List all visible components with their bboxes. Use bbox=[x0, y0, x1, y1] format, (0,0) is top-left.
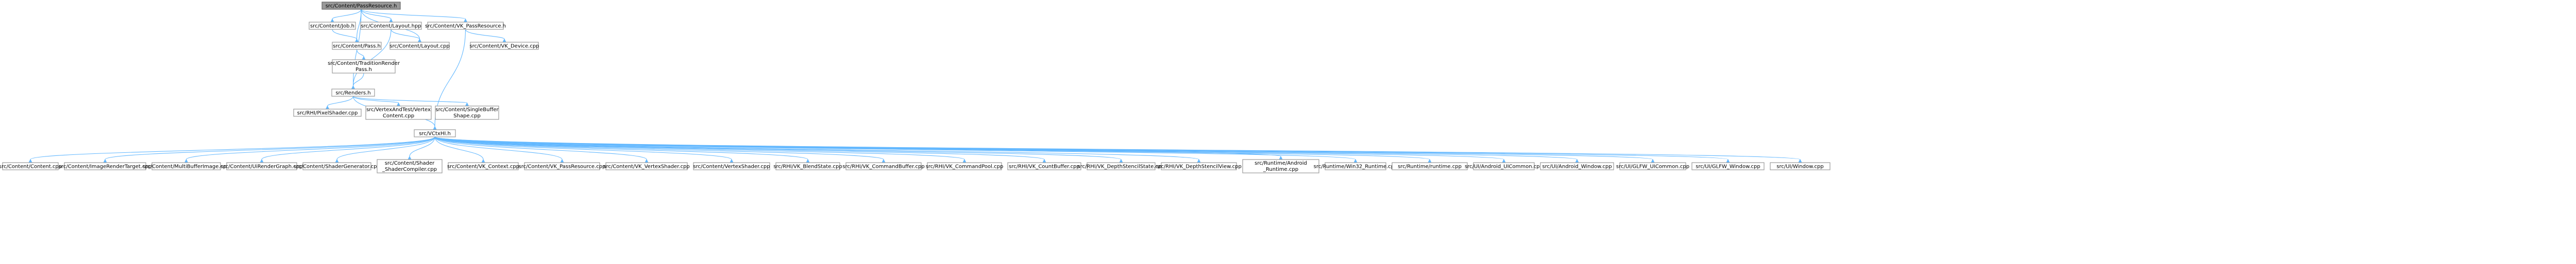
graph-node-b2[interactable]: src/Content/ImageRenderTarget.cpp bbox=[59, 162, 151, 170]
node-label: src/Content/VK_PassResource.h bbox=[425, 24, 506, 29]
graph-node-b16[interactable]: src/RHI/VK_DepthStencilView.cpp bbox=[1156, 162, 1242, 170]
node-label: src/Content/Layout.hpp bbox=[361, 24, 421, 29]
edge-pass-to-job bbox=[332, 29, 359, 43]
node-label: src/Content/Layout.cpp bbox=[389, 44, 449, 49]
node-label: src/RHI/VK_BlendState.cpp bbox=[773, 164, 842, 170]
graph-node-b1[interactable]: src/Content/Content.cpp bbox=[0, 162, 62, 170]
graph-node-b10[interactable]: src/Content/VertexShader.cpp bbox=[693, 162, 770, 170]
graph-node-b14[interactable]: src/RHI/VK_CountBuffer.cpp bbox=[1007, 162, 1081, 170]
graph-node-b22[interactable]: src/UI/GLFW_UICommon.cpp bbox=[1616, 162, 1689, 170]
graph-node-layoutcpp[interactable]: src/Content/Layout.cpp bbox=[389, 42, 450, 50]
graph-node-b6[interactable]: src/Content/Shader_ShaderCompiler.cpp bbox=[377, 159, 443, 173]
edge-pass-to-root bbox=[354, 9, 362, 43]
node-label: src/UI/Window.cpp bbox=[1776, 164, 1824, 170]
node-label: _Runtime.cpp bbox=[1263, 167, 1298, 172]
graph-node-renders[interactable]: src/Renders.h bbox=[331, 89, 375, 97]
edge-layoutcpp-to-layouth bbox=[391, 29, 422, 43]
nodes-layer: src/Content/PassResource.h src/Content/Jo… bbox=[0, 2, 1831, 173]
node-label: src/VertexAndTest/Vertex bbox=[366, 107, 431, 113]
node-label: Content.cpp bbox=[383, 113, 414, 119]
node-label: src/UI/Android_Window.cpp bbox=[1542, 164, 1612, 170]
node-label: src/RHI/PixelShader.cpp bbox=[297, 111, 358, 116]
graph-node-b3[interactable]: src/Content/MultiBufferImage.cpp bbox=[143, 162, 230, 170]
node-label: src/Content/VK_PassResource.cpp bbox=[519, 164, 606, 170]
graph-node-b21[interactable]: src/UI/Android_Window.cpp bbox=[1540, 162, 1614, 170]
graph-node-b11[interactable]: src/RHI/VK_BlendState.cpp bbox=[773, 162, 842, 170]
graph-node-pixel[interactable]: src/RHI/PixelShader.cpp bbox=[293, 109, 362, 117]
graph-node-b12[interactable]: src/RHI/VK_CommandBuffer.cpp bbox=[842, 162, 925, 170]
node-label: src/Content/Content.cpp bbox=[0, 164, 62, 170]
node-label: src/Runtime/runtime.cpp bbox=[1398, 164, 1462, 170]
node-label: src/Runtime/Android bbox=[1255, 161, 1307, 166]
graph-node-b24[interactable]: src/UI/Window.cpp bbox=[1770, 162, 1831, 170]
node-label: src/Content/Job.h bbox=[310, 24, 354, 29]
node-label: src/Content/SingleBuffer bbox=[435, 107, 499, 113]
node-label: src/Content/PassResource.h bbox=[326, 4, 397, 9]
node-label: src/VCtxHI.h bbox=[419, 131, 451, 137]
graph-node-vkpassres[interactable]: src/Content/VK_PassResource.h bbox=[425, 22, 506, 30]
node-label: src/RHI/VK_DepthStencilView.cpp bbox=[1156, 164, 1242, 170]
node-label: src/Renders.h bbox=[335, 91, 370, 96]
edge-b13-to-vctx bbox=[434, 136, 967, 163]
graph-node-root[interactable]: src/Content/PassResource.h bbox=[321, 2, 401, 10]
graph-node-b15[interactable]: src/RHI/VK_DepthStencilState.cpp bbox=[1077, 162, 1165, 170]
node-label: Shape.cpp bbox=[453, 113, 481, 119]
node-label: src/RHI/VK_DepthStencilState.cpp bbox=[1077, 164, 1164, 170]
graph-node-b4[interactable]: src/Content/UiRenderGraph.cpp bbox=[221, 162, 303, 170]
node-label: src/Runtime/Win32_Runtime.cpp bbox=[1314, 164, 1398, 170]
graph-node-b17[interactable]: src/Runtime/Android_Runtime.cpp bbox=[1242, 159, 1319, 173]
node-label: _ShaderCompiler.cpp bbox=[382, 167, 437, 172]
graph-node-b20[interactable]: src/UI/Android_UICommon.cpp bbox=[1465, 162, 1543, 170]
edge-vertex-to-renders bbox=[352, 96, 401, 107]
node-label: src/Content/VK_Device.cpp bbox=[469, 44, 539, 49]
edge-single-to-renders bbox=[352, 96, 469, 107]
node-label: src/Content/VK_Context.cpp bbox=[447, 164, 519, 170]
node-label: src/Content/MultiBufferImage.cpp bbox=[143, 164, 230, 170]
node-label: src/Content/VK_VertexShader.cpp bbox=[603, 164, 690, 170]
graph-node-vkdevice[interactable]: src/Content/VK_Device.cpp bbox=[469, 42, 539, 50]
node-label: src/UI/GLFW_Window.cpp bbox=[1696, 164, 1760, 170]
graph-node-job[interactable]: src/Content/Job.h bbox=[309, 22, 356, 30]
edge-b18-to-vctx bbox=[434, 136, 1358, 163]
node-label: src/UI/Android_UICommon.cpp bbox=[1465, 164, 1543, 170]
edge-vkdevice-to-vkpassres bbox=[465, 29, 506, 43]
graph-node-pass[interactable]: src/Content/Pass.h bbox=[332, 42, 382, 50]
graph-node-b18[interactable]: src/Runtime/Win32_Runtime.cpp bbox=[1314, 162, 1398, 170]
node-label: src/Content/Shader bbox=[385, 161, 435, 166]
graph-node-b23[interactable]: src/UI/GLFW_Window.cpp bbox=[1691, 162, 1765, 170]
node-label: src/Content/ImageRenderTarget.cpp bbox=[59, 164, 151, 170]
graph-node-b8[interactable]: src/Content/VK_PassResource.cpp bbox=[519, 162, 606, 170]
edge-job-to-root bbox=[330, 9, 362, 23]
node-label: src/Content/VertexShader.cpp bbox=[693, 164, 770, 170]
edge-tracer-to-pass bbox=[356, 49, 366, 60]
edge-b1-to-vctx bbox=[28, 136, 435, 163]
node-label: src/RHI/VK_CountBuffer.cpp bbox=[1009, 164, 1080, 170]
node-label: src/RHI/VK_CommandBuffer.cpp bbox=[842, 164, 924, 170]
node-label: Pass.h bbox=[355, 67, 372, 73]
graph-node-b5[interactable]: src/Content/ShaderGenerator.cpp bbox=[294, 162, 380, 170]
edges-layer bbox=[28, 9, 1802, 163]
node-label: src/Content/UiRenderGraph.cpp bbox=[221, 164, 303, 170]
edge-renders-to-layouth bbox=[351, 29, 392, 90]
graph-node-vctx[interactable]: src/VCtxHI.h bbox=[414, 129, 456, 137]
node-label: src/RHI/VK_CommandPool.cpp bbox=[926, 164, 1004, 170]
node-label: src/Content/ShaderGenerator.cpp bbox=[294, 164, 380, 170]
edge-b2-to-vctx bbox=[103, 136, 435, 163]
graph-node-b19[interactable]: src/Runtime/runtime.cpp bbox=[1392, 162, 1468, 170]
node-label: src/UI/GLFW_UICommon.cpp bbox=[1616, 164, 1689, 170]
node-label: src/Content/Pass.h bbox=[333, 44, 381, 49]
graph-node-b7[interactable]: src/Content/VK_Context.cpp bbox=[447, 162, 519, 170]
graph-node-b9[interactable]: src/Content/VK_VertexShader.cpp bbox=[603, 162, 690, 170]
graph-node-b13[interactable]: src/RHI/VK_CommandPool.cpp bbox=[926, 162, 1004, 170]
graph-node-layouth[interactable]: src/Content/Layout.hpp bbox=[360, 22, 422, 30]
node-label: src/Content/TraditionRender bbox=[328, 61, 400, 66]
edge-pixel-to-renders bbox=[325, 96, 354, 110]
